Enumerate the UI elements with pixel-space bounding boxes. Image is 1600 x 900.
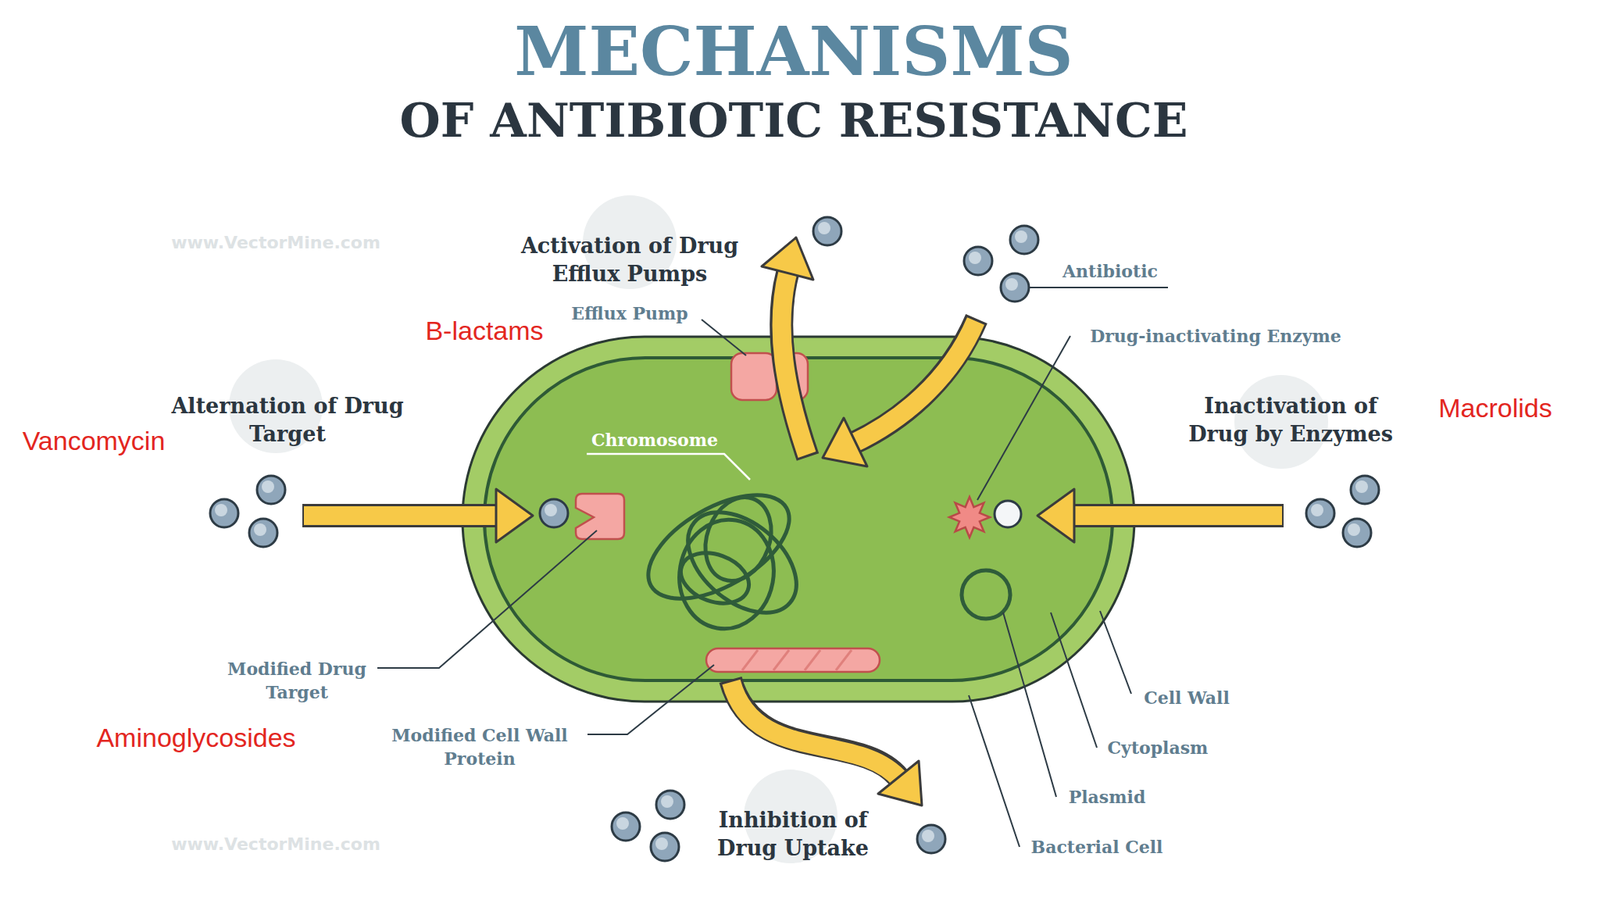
arrow-shaft: [782, 270, 808, 455]
leader-line: [701, 319, 747, 356]
efflux-pump: [731, 353, 777, 400]
arrow-head: [496, 489, 533, 543]
arrow-head: [822, 417, 868, 467]
arrow-shaft: [852, 321, 976, 444]
arrow-shaft: [303, 506, 502, 525]
ball-highlight: [261, 480, 275, 493]
mechanism-heading: Inactivation of Drug by Enzymes: [1173, 392, 1408, 449]
antibiotic-ball: [964, 246, 993, 275]
antibiotic-ball: [1000, 273, 1029, 302]
drug-class-label: Aminoglycosides: [78, 721, 314, 754]
watermark: www.VectorMine.com: [158, 231, 393, 255]
part-label: Cytoplasm: [1095, 735, 1221, 760]
hatch-line: [773, 650, 790, 671]
arrow-head: [1037, 489, 1075, 543]
ball-highlight: [253, 523, 267, 536]
leader-line: [1050, 612, 1097, 748]
arrow-shaft: [1068, 506, 1283, 525]
watermark: www.VectorMine.com: [158, 832, 393, 857]
hatch-line: [742, 650, 758, 671]
arrow-head: [761, 237, 814, 280]
part-label: Antibiotic: [1032, 259, 1189, 283]
drug-class-label: Vancomycin: [7, 425, 180, 457]
ball-highlight: [817, 221, 831, 235]
mechanism-heading: Alternation of Drug Target: [170, 392, 405, 449]
leader-line: [968, 695, 1020, 847]
leader-line: [587, 664, 715, 735]
hatch-line: [835, 650, 852, 671]
chromosome-loop: [673, 543, 756, 612]
leader-line: [377, 530, 597, 668]
diagram-title: MECHANISMS OF ANTIBIOTIC RESISTANCE: [325, 12, 1263, 150]
antibiotic-ball: [611, 812, 640, 841]
leader-line: [1028, 286, 1168, 289]
antibiotic-ball: [249, 518, 278, 547]
mechanism-heading: Activation of Drug Efflux Pumps: [500, 232, 759, 289]
ball-highlight: [214, 503, 228, 517]
arrow-shaft: [731, 682, 901, 781]
antibiotic-ball: [1350, 475, 1379, 504]
part-label: Bacterial Cell: [1018, 835, 1175, 859]
plasmid-ring: [961, 570, 1011, 619]
ball-highlight: [660, 795, 674, 808]
drug-class-label: Macrolids: [1409, 392, 1582, 424]
hatch-line: [804, 650, 821, 671]
ball-highlight: [655, 837, 668, 850]
part-label: Modified Drug Target: [210, 657, 383, 704]
antibiotic-ball: [1342, 518, 1372, 547]
mechanism-heading: Inhibition of Drug Uptake: [691, 806, 895, 863]
part-label: Plasmid: [1052, 785, 1162, 809]
drug-class-label: B-lactams: [382, 314, 586, 347]
ball-highlight: [544, 503, 558, 517]
arrow-head: [878, 760, 922, 806]
leader-line: [1003, 612, 1057, 797]
antibiotic-ball: [539, 499, 568, 528]
part-label: Drug-inactivating Enzyme: [1067, 324, 1365, 348]
leader-line: [977, 335, 1071, 500]
part-label: Cell Wall: [1128, 685, 1246, 710]
chromosome-loop: [671, 512, 783, 637]
part-label: Chromosome: [576, 428, 733, 452]
enzyme-star: [949, 496, 990, 538]
cell-wall-protein: [706, 648, 880, 672]
ball-highlight: [968, 251, 982, 265]
antibiotic-ball: [917, 825, 946, 854]
leader-line: [586, 453, 750, 480]
ball-highlight: [1310, 503, 1324, 517]
antibiotic-ball: [257, 475, 286, 504]
ball-highlight: [1005, 278, 1018, 291]
ball-highlight: [921, 829, 935, 843]
ball-highlight: [616, 817, 629, 830]
antibiotic-ball: [656, 790, 685, 819]
chromosome-loop: [694, 488, 783, 591]
antibiotic-ball: [1010, 225, 1039, 254]
part-label: Modified Cell Wall Protein: [370, 723, 590, 771]
ball-highlight: [1355, 480, 1368, 493]
part-label: Efflux Pump: [551, 301, 708, 325]
ball-highlight: [1347, 523, 1361, 536]
leader-line: [1100, 610, 1132, 694]
antibiotic-ball: [210, 499, 239, 528]
modified-target: [575, 493, 625, 540]
inactivated-drug: [994, 500, 1022, 528]
antibiotic-ball: [813, 217, 842, 246]
antibiotic-ball: [650, 832, 679, 861]
ball-highlight: [1014, 230, 1028, 243]
antibiotic-ball: [1306, 499, 1335, 528]
